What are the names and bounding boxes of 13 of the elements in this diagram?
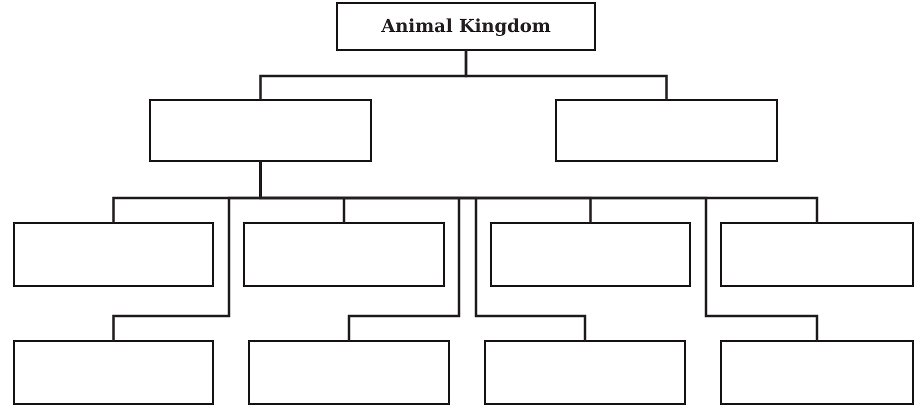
empty-box	[720, 222, 914, 287]
connector-line	[464, 51, 668, 99]
empty-box	[243, 222, 445, 287]
empty-box	[13, 340, 214, 405]
title-box	[336, 2, 596, 51]
node-label: Animal Kingdom	[381, 16, 551, 37]
empty-box	[490, 222, 691, 287]
empty-box	[720, 340, 914, 405]
empty-box	[248, 340, 450, 405]
empty-box	[555, 99, 778, 162]
empty-box	[149, 99, 372, 162]
empty-box	[13, 222, 214, 287]
empty-box	[484, 340, 686, 405]
